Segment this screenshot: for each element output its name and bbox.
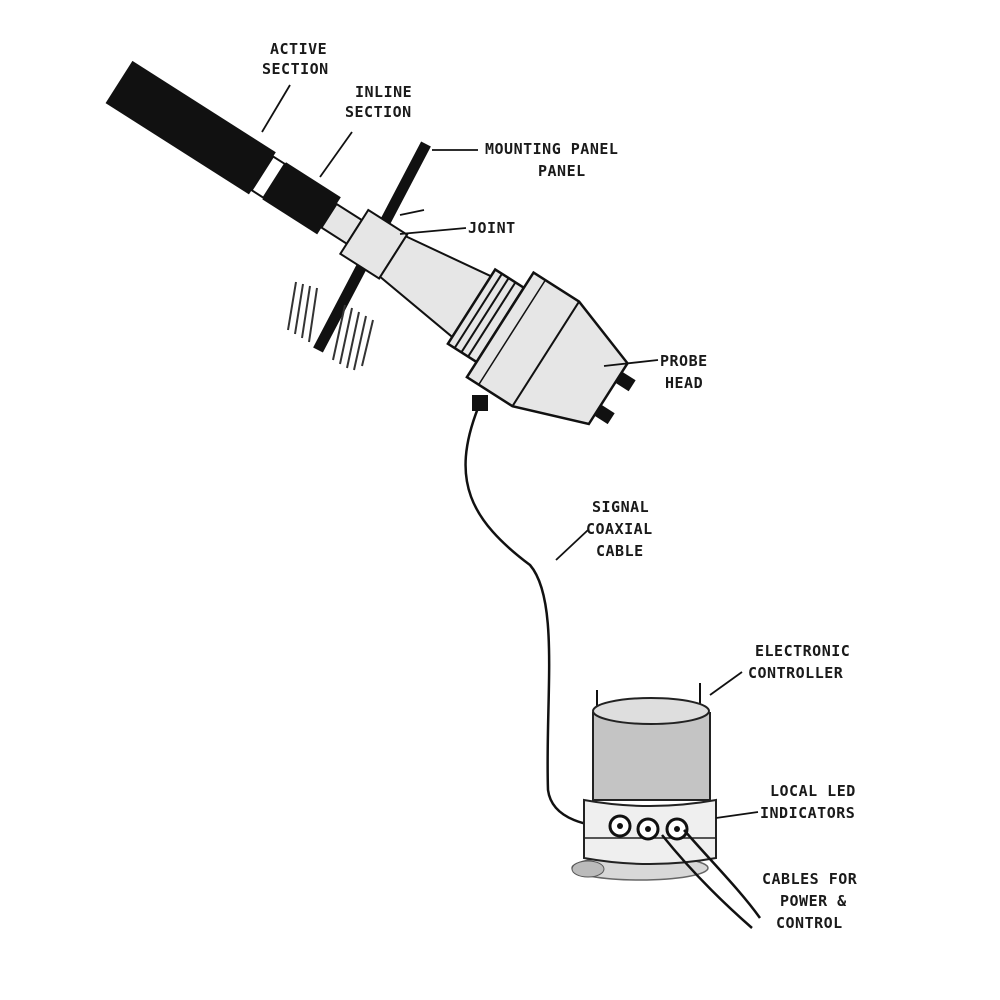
svg-text:SIGNAL: SIGNAL	[592, 498, 649, 516]
led-indicator-1	[608, 814, 632, 838]
power-cable-1	[661, 834, 753, 929]
svg-text:CONTROL: CONTROL	[776, 914, 843, 932]
label-signal-cable: SIGNAL COAXIAL CABLE	[586, 498, 653, 560]
label-cables-power-control: CABLES FOR POWER & CONTROL	[762, 870, 858, 932]
svg-text:LOCAL LED: LOCAL LED	[770, 782, 856, 800]
bracket-hatching	[287, 281, 374, 371]
signal-cable	[464, 407, 619, 828]
label-mounting-panel: MOUNTING PANEL PANEL	[485, 140, 618, 180]
svg-text:CONTROLLER: CONTROLLER	[748, 664, 844, 682]
inline-section	[262, 162, 341, 235]
label-inline-section: INLINE SECTION	[345, 83, 412, 121]
label-active-section: ACTIVE SECTION	[262, 40, 329, 78]
svg-text:PROBE: PROBE	[660, 352, 708, 370]
power-cable-2	[683, 829, 762, 919]
label-probe-head: PROBE HEAD	[660, 352, 708, 392]
leader-lines	[261, 84, 759, 819]
label-joint: JOINT	[468, 219, 516, 237]
svg-text:ELECTRONIC: ELECTRONIC	[755, 642, 850, 660]
led-indicator-3	[665, 817, 689, 841]
svg-text:HEAD: HEAD	[665, 374, 703, 392]
led-indicator-2	[636, 817, 660, 841]
label-local-led-indicators: LOCAL LED INDICATORS	[760, 782, 856, 822]
electronic-controller	[571, 683, 762, 929]
probe-assembly	[105, 60, 636, 426]
svg-text:ACTIVE: ACTIVE	[270, 40, 327, 58]
probe-tip-upper	[615, 371, 636, 392]
label-electronic-controller: ELECTRONIC CONTROLLER	[748, 642, 850, 682]
probe-tip-lower	[594, 404, 615, 425]
svg-text:MOUNTING PANEL: MOUNTING PANEL	[485, 140, 618, 158]
svg-text:SECTION: SECTION	[262, 60, 329, 78]
svg-text:INLINE: INLINE	[355, 83, 412, 101]
svg-text:CABLES FOR: CABLES FOR	[762, 870, 858, 888]
svg-text:PANEL: PANEL	[538, 162, 586, 180]
svg-text:JOINT: JOINT	[468, 219, 516, 237]
svg-text:COAXIAL: COAXIAL	[586, 520, 653, 538]
active-section	[105, 60, 276, 195]
svg-text:POWER &: POWER &	[780, 892, 847, 910]
svg-text:CABLE: CABLE	[596, 542, 644, 560]
svg-text:SECTION: SECTION	[345, 103, 412, 121]
svg-text:INDICATORS: INDICATORS	[760, 804, 855, 822]
cable-connector	[472, 395, 488, 411]
